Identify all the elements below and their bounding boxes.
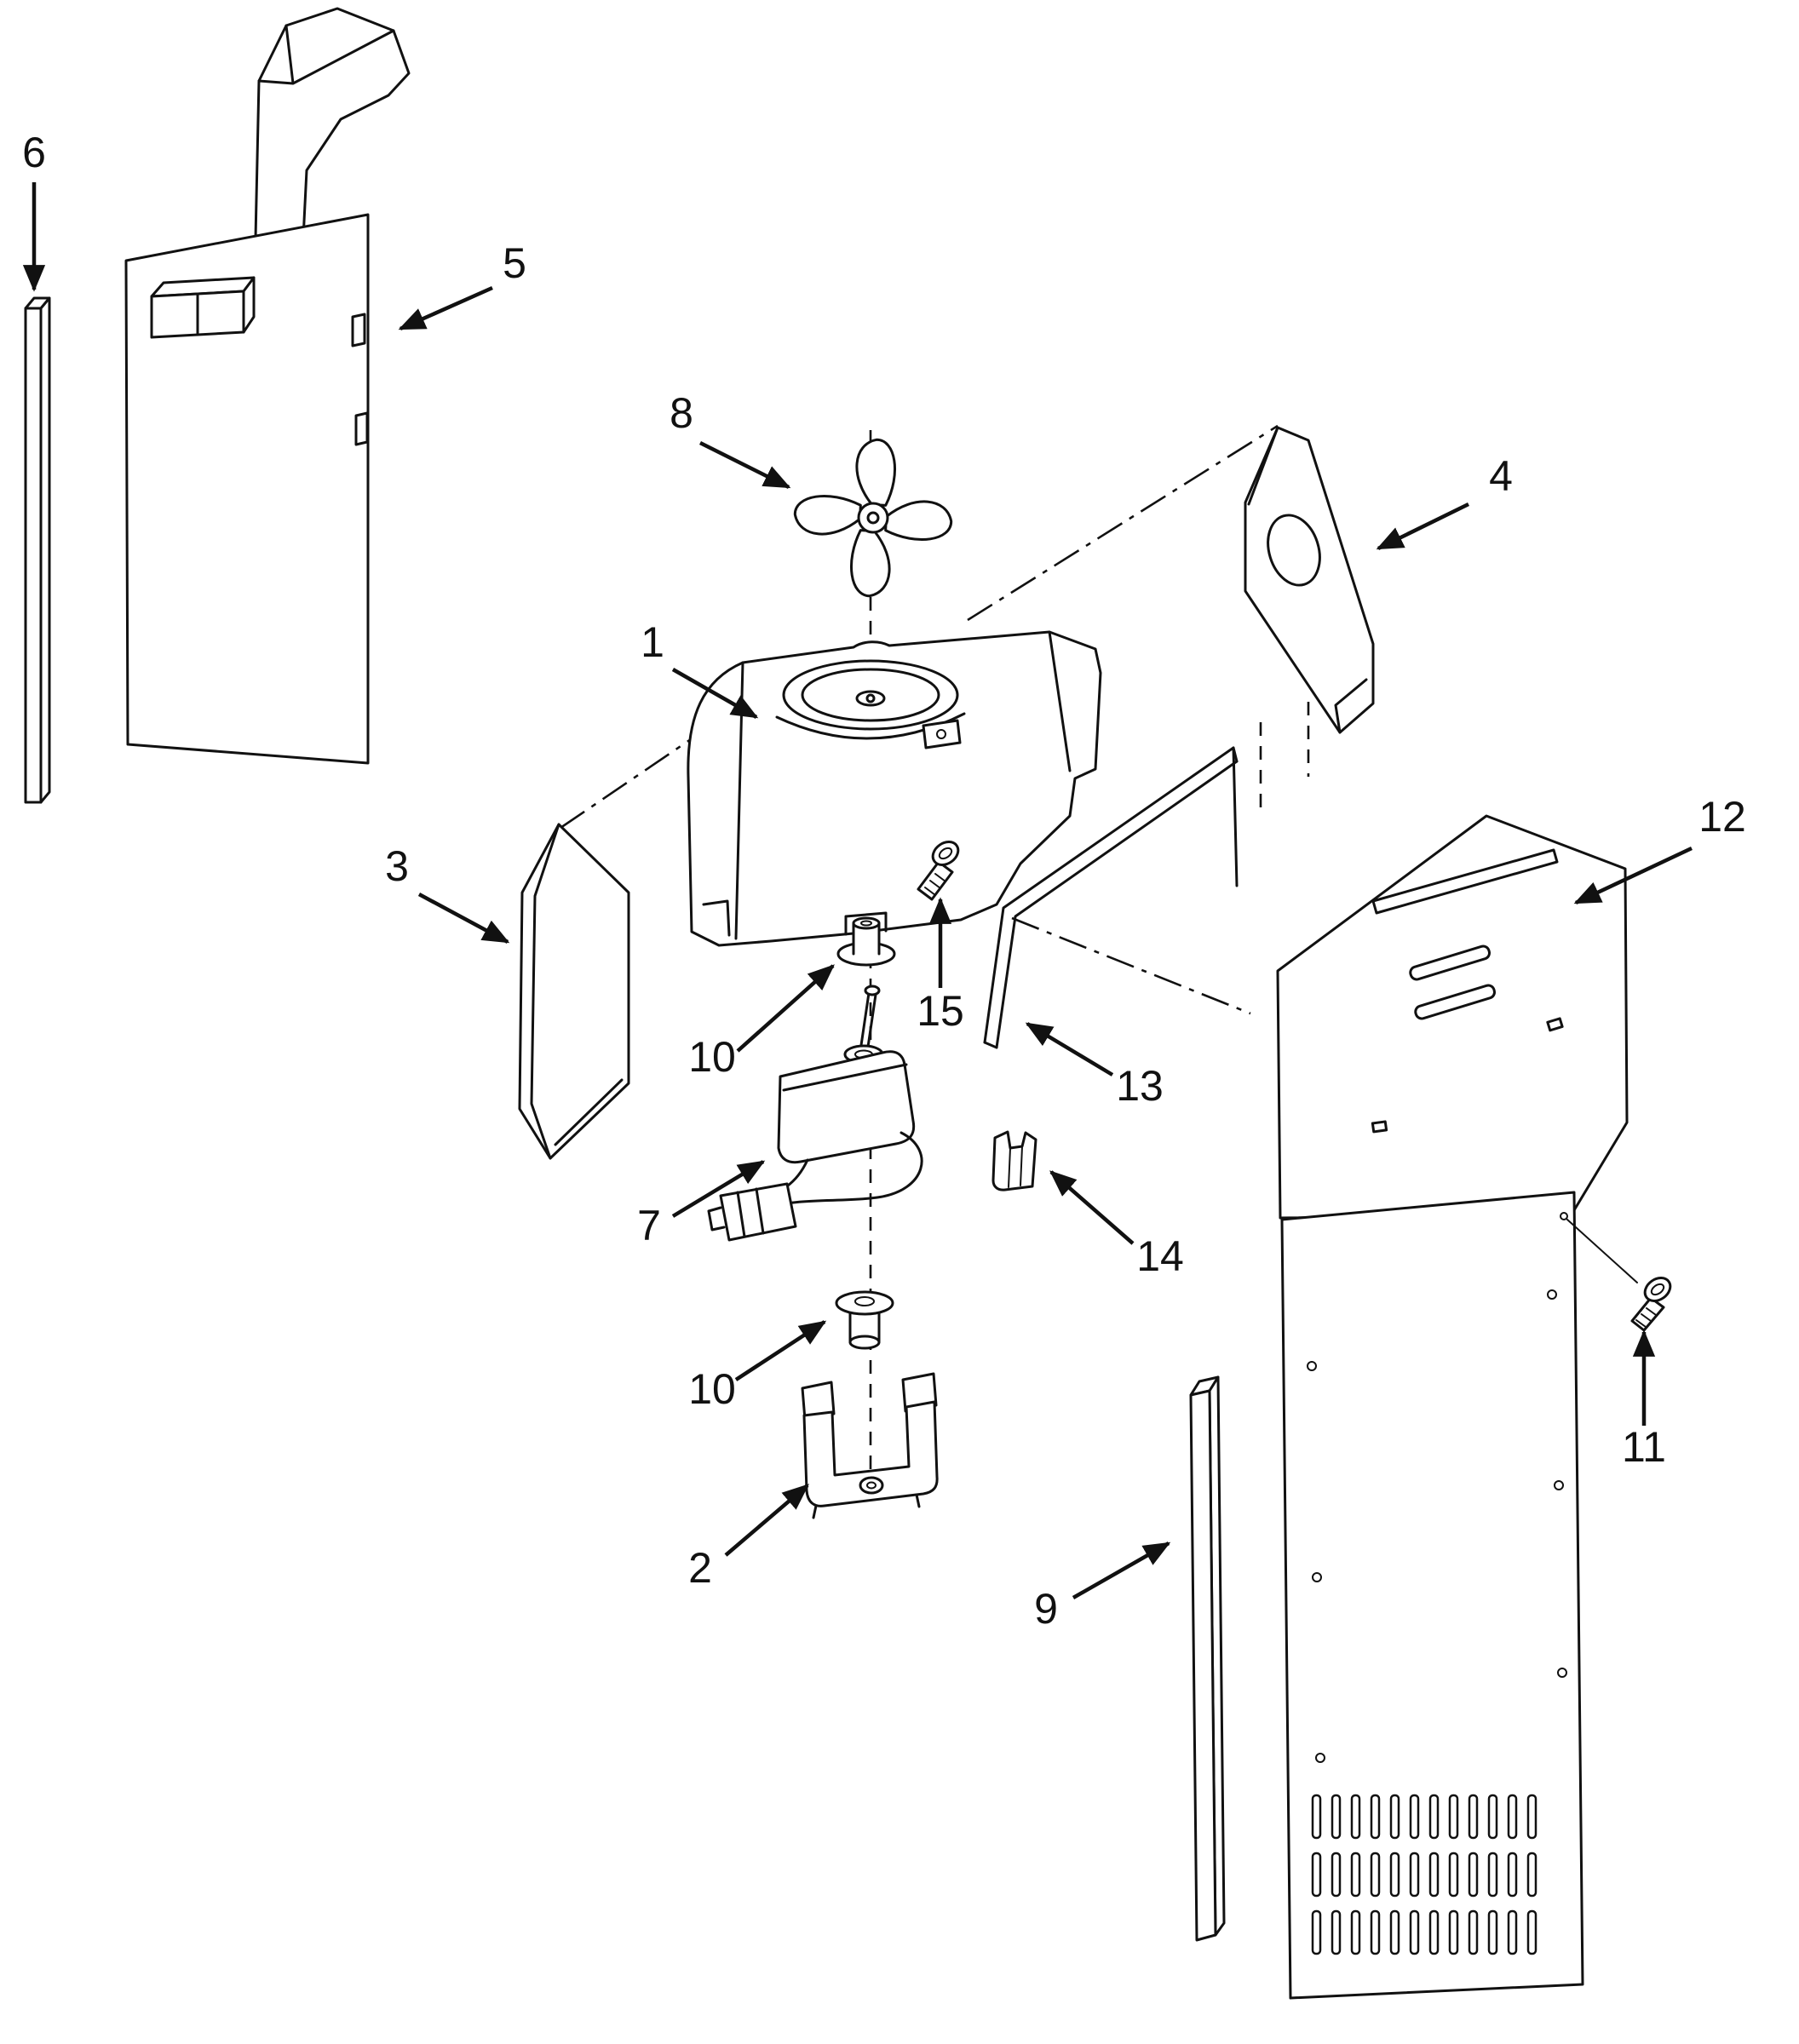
part-7-fan-motor [707,985,923,1242]
callout-10b-arrow [734,1320,827,1381]
callout-14-arrow [1049,1170,1135,1245]
callout-8-label: 8 [670,389,693,437]
callout-1-arrow [671,668,759,719]
part-10-grommet-lower [835,1290,894,1350]
part-12-cover-panel [1276,814,1638,2000]
callout-7-arrow [671,1160,766,1218]
part-10-grommet-upper [836,916,896,967]
part-9-trim-strip-right [1189,1375,1226,1942]
part-5-air-duct-panel [124,7,411,765]
callout-13-label: 13 [1116,1062,1164,1110]
callout-5-label: 5 [503,239,526,287]
callout-4-label: 4 [1489,452,1513,500]
callout-6-label: 6 [22,129,46,176]
part-2-motor-bracket [801,1372,939,1519]
callout-10b-label: 10 [688,1365,736,1413]
part-13-wire-guide [983,746,1239,1049]
center-lines [560,424,1310,1484]
callout-2-arrow [724,1484,809,1557]
part-1-fan-shroud [687,630,1102,947]
callout-7-label: 7 [637,1202,661,1249]
callout-8-arrow [698,440,791,490]
callout-4-arrow [1376,502,1469,551]
callout-11-label: 11 [1622,1423,1666,1471]
callout-12-arrow [1573,846,1693,905]
part-15-screw [917,841,960,901]
part-6-trim-strip [24,296,51,804]
callout-9-label: 9 [1034,1585,1058,1633]
part-8-fan-blade [793,438,953,598]
part-14-clip [991,1130,1037,1191]
callouts: 6 5 8 4 1 12 3 15 10 13 7 14 10 2 11 9 [22,129,1746,1633]
callout-15-label: 15 [917,987,964,1035]
callout-10a-label: 10 [688,1033,736,1081]
callout-1-label: 1 [641,618,664,666]
callout-14-label: 14 [1136,1232,1184,1280]
callout-10a-arrow [736,964,835,1053]
callout-3-arrow [417,893,510,944]
part-3-bracket-left [518,823,630,1160]
callout-3-label: 3 [385,842,409,890]
callout-5-arrow [398,285,493,331]
callout-12-label: 12 [1698,793,1746,841]
callout-9-arrow [1072,1542,1171,1599]
part-4-bracket-right [1244,426,1375,734]
callout-2-label: 2 [688,1544,712,1592]
part-11-screw [1630,1277,1672,1332]
callout-13-arrow [1025,1022,1114,1077]
